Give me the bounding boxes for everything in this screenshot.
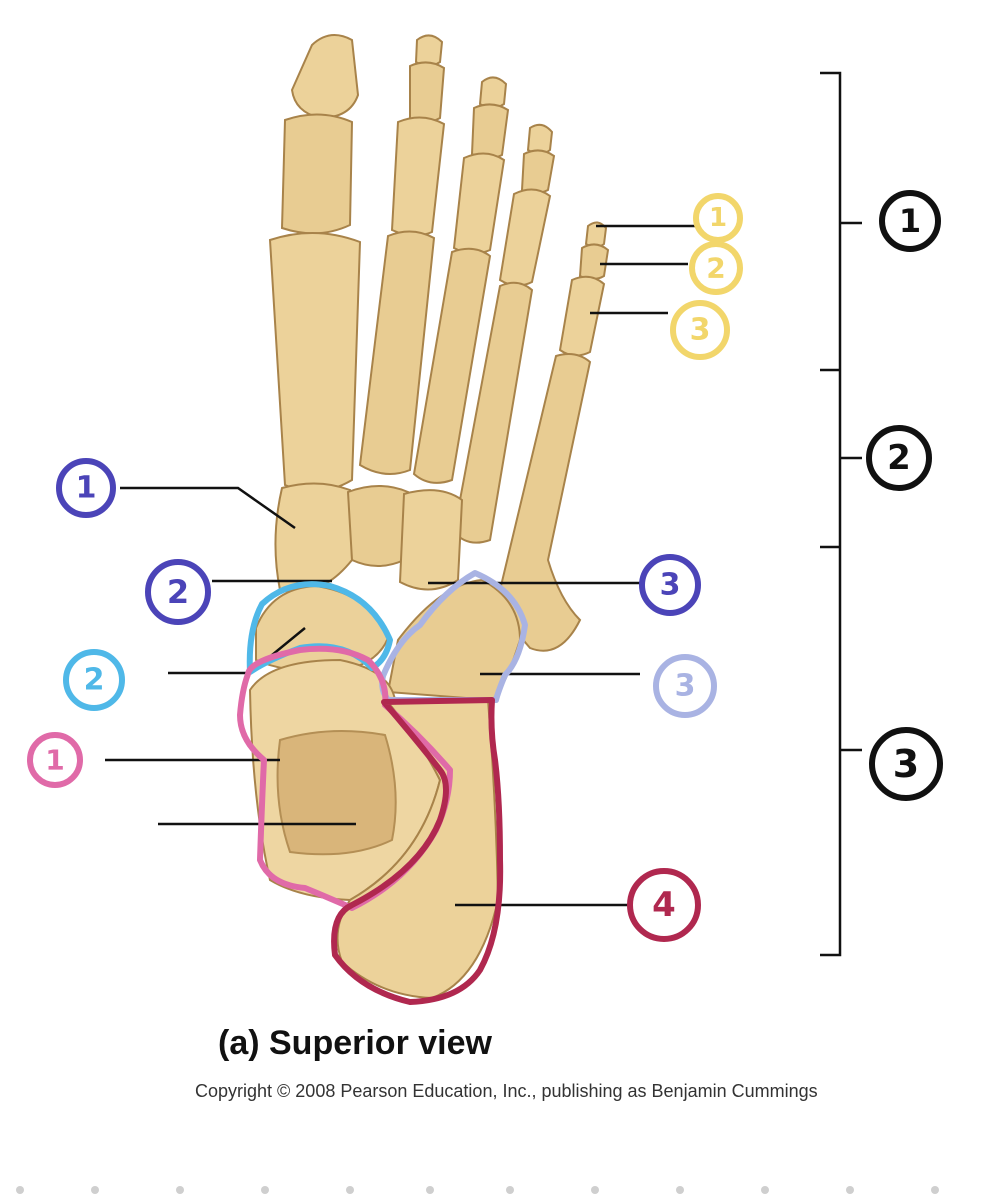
toe5-proximal-phalanx bbox=[558, 275, 606, 357]
marker-label: 3 bbox=[660, 568, 681, 603]
marker-ring bbox=[63, 649, 125, 711]
hallux-proximal-phalanx bbox=[280, 113, 354, 235]
cuboid-marker: 3 bbox=[653, 654, 717, 718]
medial-cuneiform bbox=[274, 482, 354, 593]
marker-label: 2 bbox=[706, 252, 725, 285]
region-markers: 1 2 3 bbox=[866, 190, 943, 801]
region-bracket bbox=[820, 71, 862, 957]
toe5-middle-phalanx bbox=[578, 243, 610, 280]
calcaneus-marker: 4 bbox=[627, 868, 701, 942]
phalanx-marker-2: 2 bbox=[689, 241, 743, 295]
hallux-distal-phalanx bbox=[290, 34, 360, 120]
phalanx-marker-3: 3 bbox=[670, 300, 730, 360]
toe3-middle-phalanx bbox=[470, 103, 510, 160]
marker-ring bbox=[56, 458, 116, 518]
marker-ring bbox=[670, 300, 730, 360]
talus-trochlea bbox=[276, 730, 397, 856]
outline-annotations bbox=[237, 570, 528, 1005]
marker-ring bbox=[869, 727, 943, 801]
leader-lines bbox=[105, 224, 695, 907]
calcaneus-bone bbox=[336, 699, 500, 1000]
marker-label: 2 bbox=[84, 663, 105, 698]
marker-label: 1 bbox=[76, 471, 97, 506]
tarsal-marker-1: 1 bbox=[56, 458, 116, 518]
lateral-cuneiform bbox=[398, 489, 464, 591]
toe3-distal-phalanx bbox=[478, 76, 508, 109]
first-metatarsal bbox=[268, 232, 362, 493]
marker-ring bbox=[653, 654, 717, 718]
tarsal-marker-3: 3 bbox=[639, 554, 701, 616]
phalanx-marker-1: 1 bbox=[693, 193, 743, 243]
toe4-proximal-phalanx bbox=[498, 188, 552, 287]
calcaneus-outline bbox=[331, 697, 504, 1005]
toe2-middle-phalanx bbox=[409, 61, 446, 123]
toe4-middle-phalanx bbox=[520, 149, 556, 194]
marker-ring bbox=[693, 193, 743, 243]
copyright-notice: Copyright © 2008 Pearson Education, Inc.… bbox=[195, 1081, 818, 1101]
phalanx-markers: 1 2 3 bbox=[670, 193, 743, 360]
marker-label: 4 bbox=[652, 885, 676, 925]
marker-ring bbox=[866, 425, 932, 491]
dotted-divider bbox=[16, 1186, 939, 1194]
marker-label: 3 bbox=[690, 313, 711, 348]
marker-label: 1 bbox=[45, 744, 64, 777]
marker-ring bbox=[145, 559, 211, 625]
marker-label: 1 bbox=[899, 202, 921, 240]
toe2-proximal-phalanx bbox=[390, 116, 446, 237]
marker-ring bbox=[627, 868, 701, 942]
marker-ring bbox=[27, 732, 83, 788]
leader-line-tarsal-1 bbox=[120, 486, 296, 530]
marker-label: 3 bbox=[893, 742, 919, 786]
region-marker-3: 3 bbox=[869, 727, 943, 801]
marker-ring bbox=[689, 241, 743, 295]
marker-label: 1 bbox=[709, 203, 727, 233]
foot-skeleton-illustration bbox=[248, 34, 610, 1000]
talus-marker: 1 bbox=[27, 732, 83, 788]
toe3-proximal-phalanx bbox=[452, 152, 506, 255]
tarsal-marker-2: 2 bbox=[145, 559, 211, 625]
figure-caption: (a) Superior view bbox=[218, 1024, 492, 1062]
marker-ring bbox=[879, 190, 941, 252]
marker-label: 3 bbox=[675, 669, 696, 704]
navicular-marker: 2 bbox=[63, 649, 125, 711]
marker-label: 2 bbox=[887, 438, 911, 478]
region-bracket-line bbox=[820, 71, 842, 957]
third-metatarsal bbox=[412, 247, 492, 484]
second-metatarsal bbox=[358, 230, 436, 475]
toe2-distal-phalanx bbox=[414, 34, 444, 67]
tarsal-markers: 1 2 3 2 3 1 4 bbox=[27, 458, 717, 942]
marker-label: 2 bbox=[167, 573, 189, 611]
region-marker-1: 1 bbox=[879, 190, 941, 252]
marker-ring bbox=[639, 554, 701, 616]
intermediate-cuneiform bbox=[346, 485, 410, 567]
region-marker-2: 2 bbox=[866, 425, 932, 491]
